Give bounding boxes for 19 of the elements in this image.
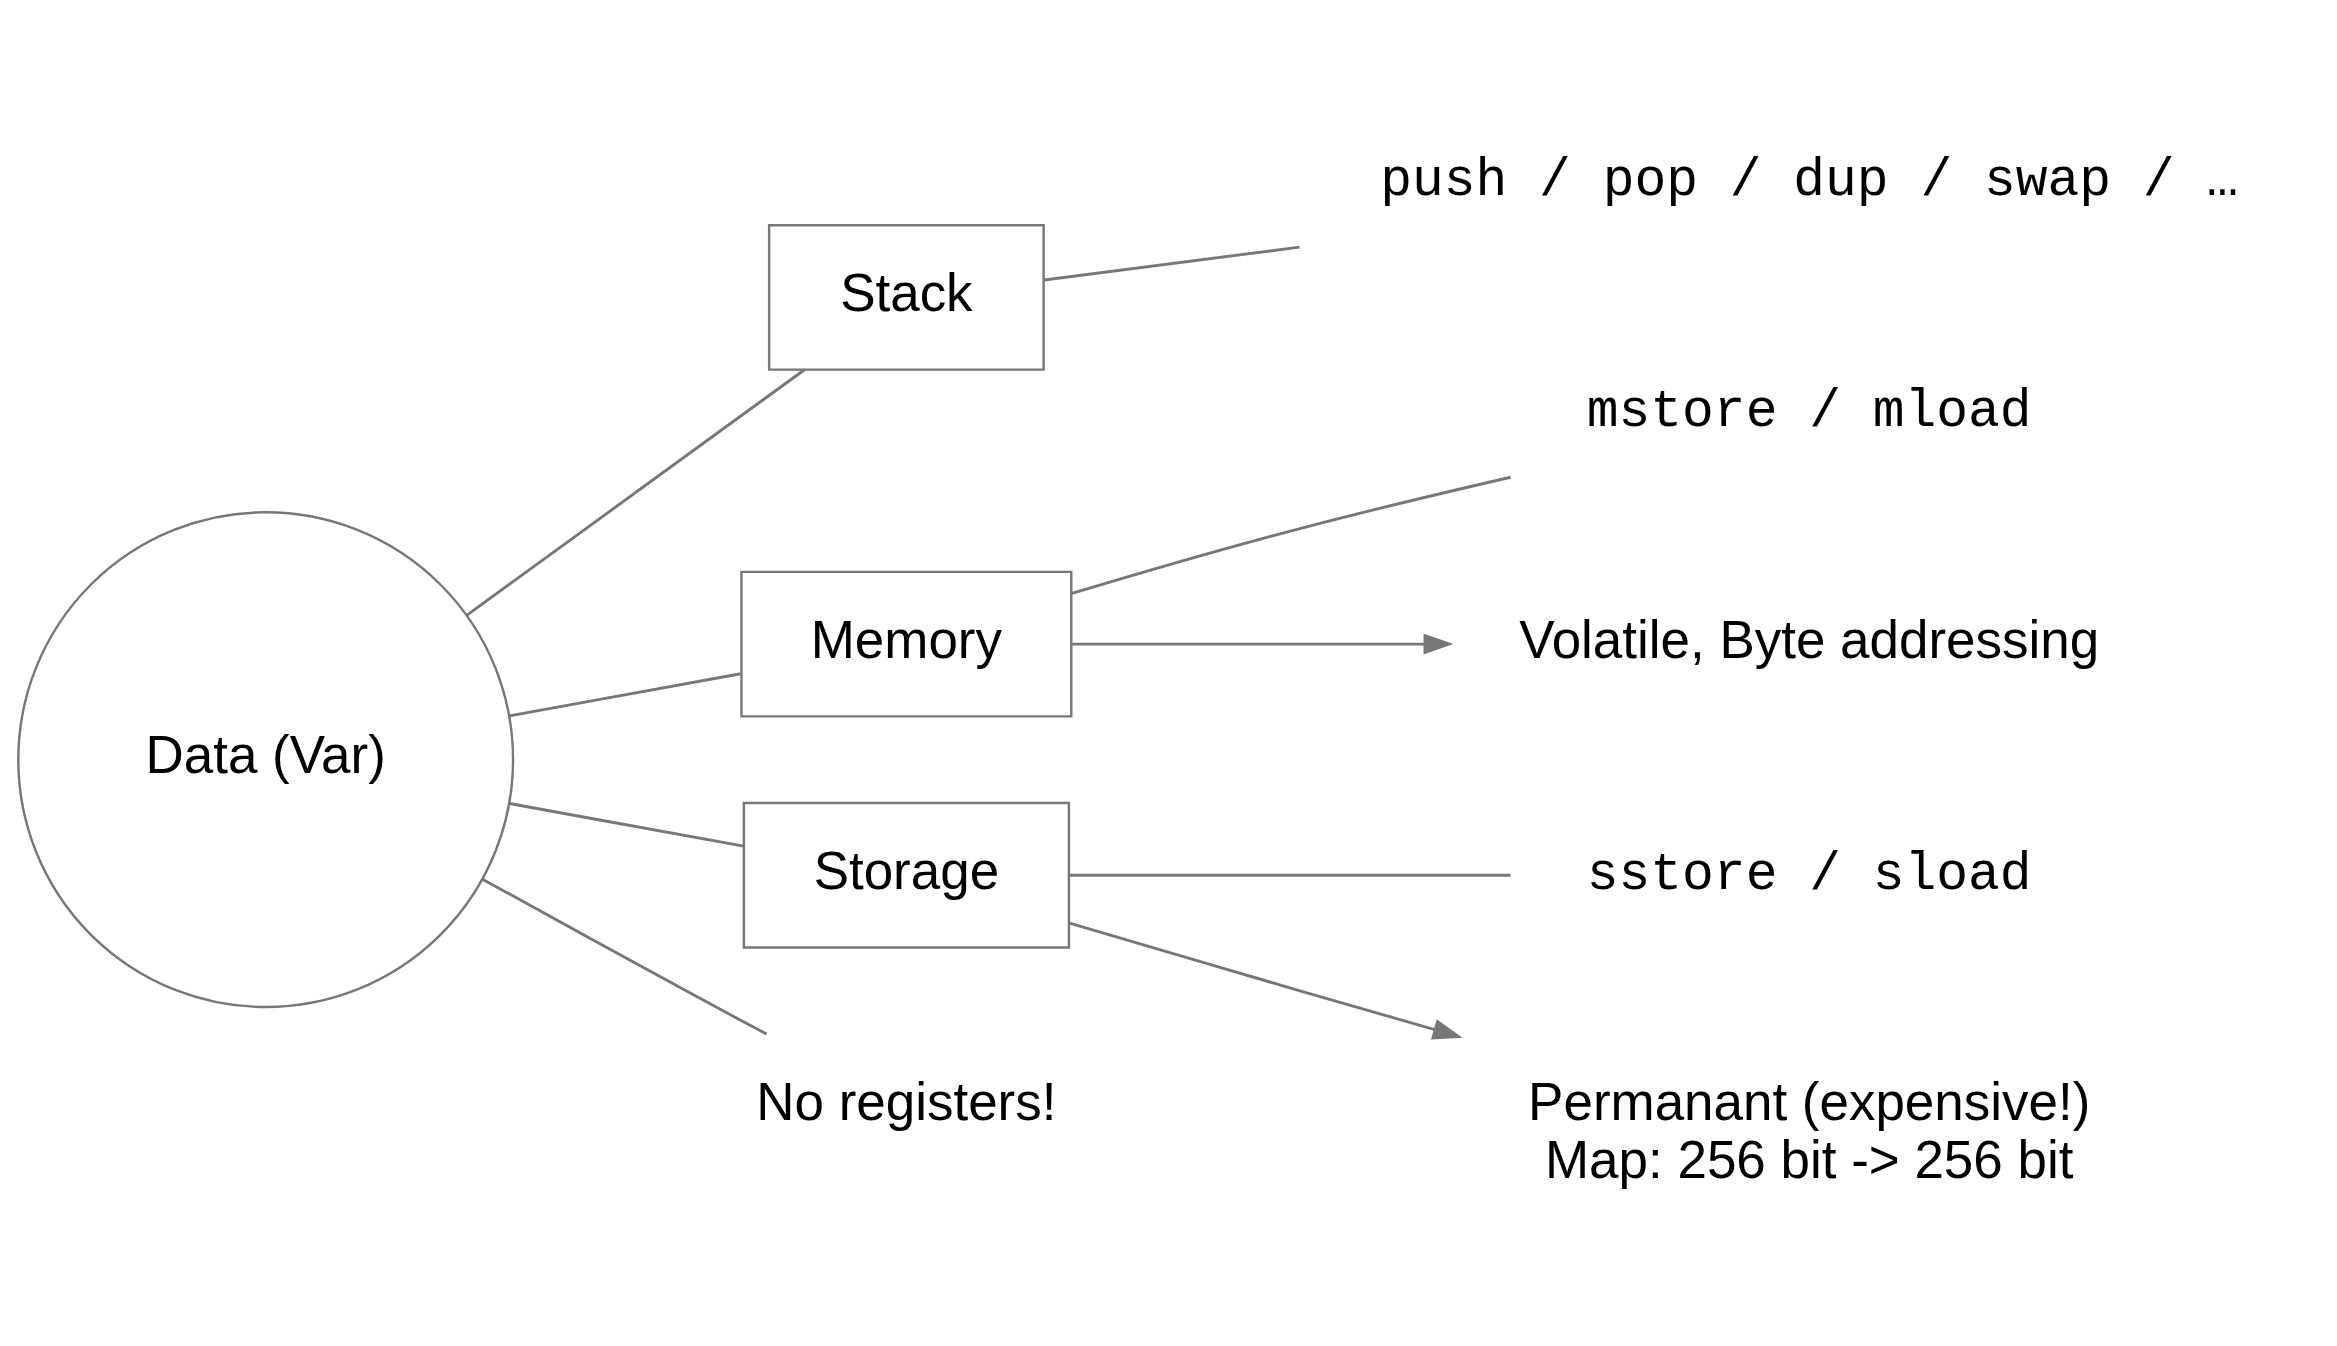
node-box: Storage	[742, 801, 1071, 949]
arrow	[1069, 921, 1463, 1040]
connector	[1069, 873, 1511, 877]
node-text: mstore / mload	[1586, 382, 2032, 443]
connector	[509, 802, 744, 848]
arrow	[1071, 633, 1454, 655]
connector	[481, 877, 768, 1036]
node-text: No registers!	[756, 1071, 1057, 1131]
connector	[509, 672, 741, 718]
connector	[1071, 475, 1511, 595]
connector	[465, 368, 806, 617]
node-text: Permanant (expensive!) Map: 256 bit -> 256 bit	[1528, 1071, 2091, 1189]
node-text: push / pop / dup / swap / …	[1380, 151, 2239, 212]
node-circle: Data (Var)	[17, 511, 515, 1009]
node-box: Stack	[767, 224, 1045, 371]
connector	[1044, 245, 1300, 282]
node-text: sstore / sload	[1586, 844, 2032, 905]
node-box: Memory	[740, 570, 1073, 718]
node-text: Volatile, Byte addressing	[1519, 609, 2100, 669]
